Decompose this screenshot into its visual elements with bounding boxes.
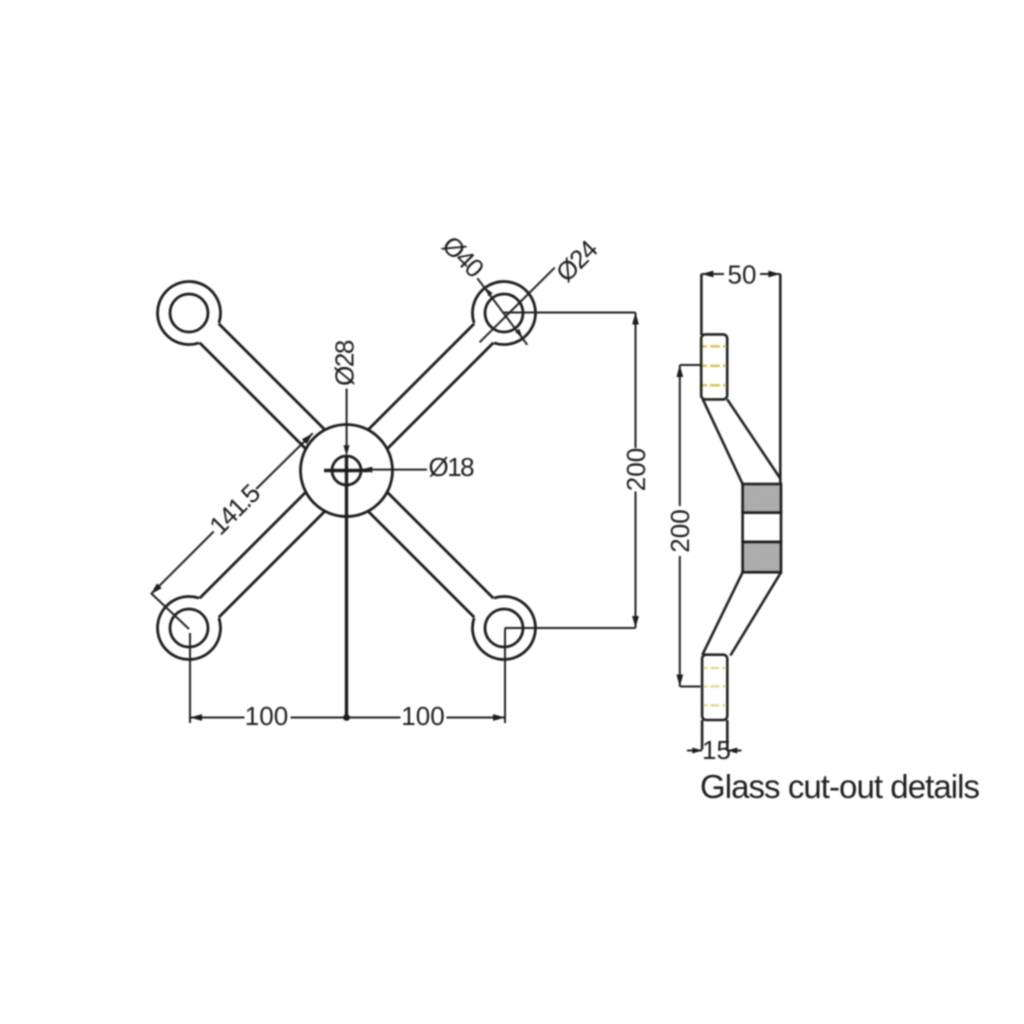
svg-text:200: 200 [621,448,651,491]
svg-text:15: 15 [702,735,731,765]
svg-text:Ø40: Ø40 [436,230,490,284]
svg-text:Ø18: Ø18 [429,452,475,482]
svg-text:Glass cut-out details: Glass cut-out details [700,768,980,805]
svg-text:50: 50 [728,260,757,290]
svg-text:Ø24: Ø24 [550,234,604,288]
svg-text:100: 100 [245,701,288,731]
svg-text:Ø28: Ø28 [330,340,360,386]
svg-text:200: 200 [665,509,695,552]
svg-text:100: 100 [401,701,444,731]
